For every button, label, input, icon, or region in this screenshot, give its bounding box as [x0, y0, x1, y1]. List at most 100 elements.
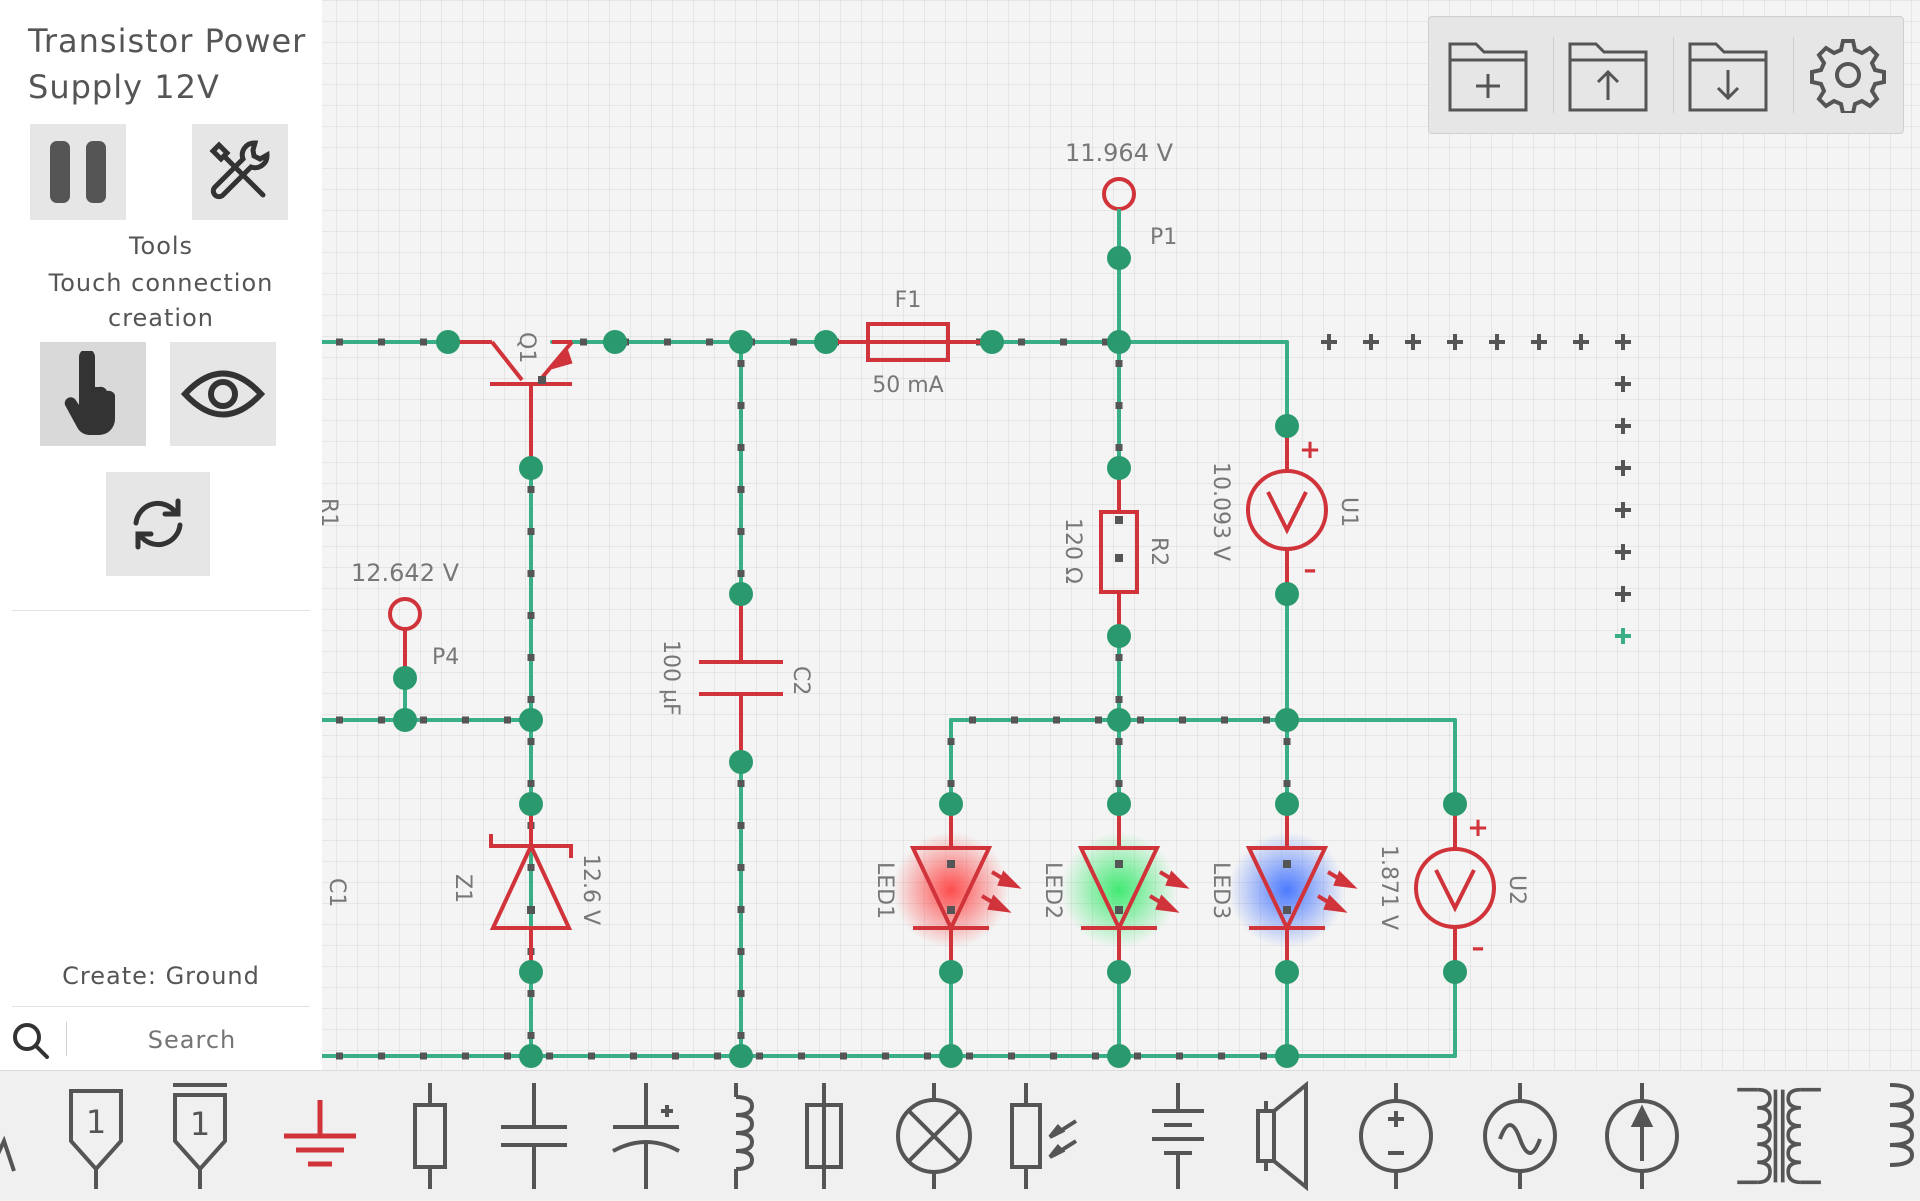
download-button[interactable] [1673, 25, 1783, 125]
view-button[interactable] [170, 342, 276, 446]
fuse-f1[interactable] [826, 322, 992, 362]
node[interactable] [519, 960, 543, 984]
ac-source-icon [1483, 1083, 1557, 1189]
capacitor-label: C2 [788, 666, 813, 695]
partial-item-icon[interactable] [1880, 1081, 1920, 1191]
led-2[interactable] [1061, 804, 1190, 972]
palette-polarized-capacitor[interactable] [596, 1071, 696, 1201]
node[interactable] [519, 792, 543, 816]
fuse-icon [805, 1083, 843, 1189]
gear-icon [1810, 39, 1886, 113]
speaker-icon [1256, 1081, 1308, 1191]
rotate-button[interactable] [106, 472, 210, 576]
node[interactable] [729, 1044, 753, 1068]
new-file-button[interactable] [1433, 25, 1543, 125]
palette-photoresistor[interactable] [994, 1071, 1094, 1201]
palette-speaker[interactable] [1232, 1071, 1332, 1201]
node[interactable] [939, 792, 963, 816]
node[interactable] [1443, 792, 1467, 816]
transistor-q1[interactable] [448, 340, 574, 468]
transformer-icon [1737, 1087, 1821, 1185]
node[interactable] [729, 750, 753, 774]
lamp-icon [896, 1083, 972, 1189]
palette-inductor[interactable] [692, 1071, 792, 1201]
file-toolbar [1428, 16, 1904, 134]
palette-dc-voltage-source[interactable] [1346, 1071, 1446, 1201]
node[interactable] [980, 330, 1004, 354]
inductor-icon [734, 1083, 755, 1189]
node[interactable] [1275, 1044, 1299, 1068]
palette-ac-voltage-source[interactable] [1470, 1071, 1570, 1201]
node[interactable] [393, 666, 417, 690]
node[interactable] [1107, 456, 1131, 480]
folder-download-icon [1688, 42, 1768, 112]
resistor-r2[interactable] [1099, 468, 1139, 636]
offscreen-c-label: C1 [324, 878, 349, 907]
settings-button[interactable] [1793, 25, 1903, 125]
led-3[interactable] [1229, 804, 1358, 972]
node[interactable] [1275, 582, 1299, 606]
touch-connection-button[interactable] [40, 342, 146, 446]
component-palette: 1 1 [0, 1070, 1920, 1201]
node[interactable] [1443, 960, 1467, 984]
capacitor-c2[interactable] [699, 594, 783, 762]
circuit-diagram[interactable]: Q1 11.964 V P1 12.642 V P4 F1 50 mA R2 1… [0, 0, 1920, 1070]
palette-battery[interactable] [1128, 1071, 1228, 1201]
junction-nodes[interactable] [393, 246, 1467, 1068]
project-title: Transistor Power Supply 12V [28, 22, 307, 106]
pause-button[interactable] [30, 124, 126, 220]
voltmeter-u1-value: 10.093 V [1208, 462, 1233, 561]
palette-lamp[interactable] [884, 1071, 984, 1201]
node[interactable] [1275, 708, 1299, 732]
node[interactable] [436, 330, 460, 354]
node[interactable] [729, 582, 753, 606]
ground-icon [284, 1100, 356, 1167]
led1-label: LED1 [872, 862, 897, 919]
search-input[interactable] [70, 1020, 314, 1060]
node[interactable] [519, 1044, 543, 1068]
search-box[interactable] [0, 1008, 322, 1070]
transistor-label: Q1 [514, 332, 539, 363]
search-icon [13, 1023, 49, 1059]
palette-resistor[interactable] [380, 1071, 480, 1201]
palette-probe[interactable]: 1 [46, 1071, 146, 1201]
partial-item-icon[interactable] [0, 1071, 20, 1201]
node[interactable] [1275, 960, 1299, 984]
node[interactable] [1107, 330, 1131, 354]
node[interactable] [519, 708, 543, 732]
pause-icon [50, 141, 106, 203]
u2-minus: – [1472, 933, 1485, 963]
pin-markers [527, 376, 1291, 914]
upload-button[interactable] [1553, 25, 1663, 125]
probe-p4-voltage: 12.642 V [351, 559, 460, 587]
node[interactable] [814, 330, 838, 354]
current-flow [336, 338, 1291, 1060]
node[interactable] [1107, 708, 1131, 732]
node[interactable] [1107, 792, 1131, 816]
node[interactable] [603, 330, 627, 354]
grid-markers [1321, 334, 1631, 644]
palette-current-source[interactable] [1592, 1071, 1692, 1201]
tools-button[interactable] [192, 124, 288, 220]
node[interactable] [729, 330, 753, 354]
node[interactable] [393, 708, 417, 732]
node[interactable] [1275, 792, 1299, 816]
dc-source-icon [1359, 1083, 1433, 1189]
palette-transformer[interactable] [1730, 1071, 1830, 1201]
node[interactable] [1275, 414, 1299, 438]
led-1[interactable] [893, 804, 1022, 972]
zener-value: 12.6 V [578, 854, 603, 925]
palette-capacitor[interactable] [484, 1071, 584, 1201]
node[interactable] [519, 456, 543, 480]
node[interactable] [1107, 1044, 1131, 1068]
svg-text:1: 1 [190, 1105, 210, 1143]
palette-probe-ground[interactable]: 1 [150, 1071, 250, 1201]
folder-upload-icon [1568, 42, 1648, 112]
node[interactable] [939, 1044, 963, 1068]
node[interactable] [1107, 246, 1131, 270]
palette-ground[interactable] [270, 1071, 370, 1201]
node[interactable] [1107, 624, 1131, 648]
palette-fuse[interactable] [774, 1071, 874, 1201]
node[interactable] [1107, 960, 1131, 984]
node[interactable] [939, 960, 963, 984]
